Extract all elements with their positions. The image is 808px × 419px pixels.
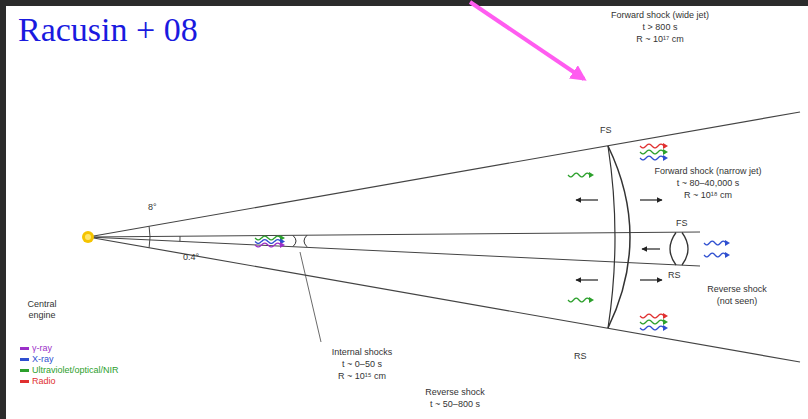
legend-swatch xyxy=(20,358,29,361)
photon-arrowhead xyxy=(663,143,668,149)
diagram-label: FS xyxy=(676,218,688,228)
internal-shock-shell xyxy=(293,236,296,247)
diagram-label: t ~ 50–800 s xyxy=(430,399,480,409)
narrow-jet-edge xyxy=(88,237,700,266)
legend-swatch xyxy=(20,369,29,372)
central-engine xyxy=(85,234,91,240)
photon-arrowhead xyxy=(589,172,594,178)
legend-row: X-ray xyxy=(20,354,119,365)
photon-arrowhead xyxy=(663,313,668,319)
legend-text: Radio xyxy=(32,376,56,387)
diagram-label: R ~ 10¹⁸ cm xyxy=(684,190,732,200)
wide-jet-edge xyxy=(88,112,800,237)
legend: γ-rayX-rayUltraviolet/optical/NIRRadio xyxy=(20,343,119,387)
legend-row: Ultraviolet/optical/NIR xyxy=(20,365,119,376)
legend-row: Radio xyxy=(20,376,119,387)
diagram-label: engine xyxy=(28,310,55,320)
internal-shock-shell xyxy=(304,235,307,247)
photon-arrowhead xyxy=(663,149,668,155)
diagram-label: 0.4° xyxy=(183,252,199,262)
photon-arrowhead xyxy=(663,319,668,325)
legend-swatch xyxy=(20,347,29,350)
diagram-label: t > 800 s xyxy=(643,22,678,32)
diagram-label: 8° xyxy=(148,202,157,212)
photon-wave xyxy=(704,253,726,257)
motion-arrow xyxy=(640,279,662,280)
legend-row: γ-ray xyxy=(20,343,119,354)
photon-wave xyxy=(704,241,726,245)
motion-arrow xyxy=(576,279,598,280)
slide-panel xyxy=(6,6,808,419)
diagram-label: FS xyxy=(600,125,612,135)
legend-text: γ-ray xyxy=(32,343,52,354)
diagram-label: RS xyxy=(574,351,587,361)
photon-arrowhead xyxy=(663,325,668,331)
photon-wave xyxy=(568,298,590,302)
diagram-label: t ~ 0–50 s xyxy=(342,359,382,369)
photon-arrowhead xyxy=(280,242,285,248)
photon-wave xyxy=(640,156,664,160)
photon-wave xyxy=(640,144,664,148)
diagram-label: R ~ 10¹⁷ cm xyxy=(636,34,684,44)
diagram-label: R ~ 10¹⁵ cm xyxy=(338,371,386,381)
diagram-label: Forward shock (narrow jet) xyxy=(654,166,761,176)
photon-wave xyxy=(640,150,664,154)
citation-title: Racusin + 08 xyxy=(18,10,198,49)
diagram-label: RS xyxy=(668,270,681,280)
forward-shock-shell xyxy=(608,146,630,328)
photon-wave xyxy=(255,243,281,247)
reverse-shock-shell xyxy=(670,233,676,266)
diagram-label: Reverse shock xyxy=(707,284,767,294)
legend-text: X-ray xyxy=(32,354,54,365)
legend-text: Ultraviolet/optical/NIR xyxy=(32,365,119,376)
leader-line xyxy=(300,252,321,342)
photon-arrowhead xyxy=(663,155,668,161)
diagram-label: Central xyxy=(27,299,56,309)
reverse-shock-shell xyxy=(608,146,615,328)
motion-arrow xyxy=(640,199,662,200)
photon-arrowhead xyxy=(725,240,730,246)
photon-arrowhead xyxy=(725,252,730,258)
wide-jet-edge xyxy=(88,237,800,362)
diagram-label: Forward shock (wide jet) xyxy=(611,10,709,20)
diagram-label: Reverse shock xyxy=(425,387,485,397)
photon-wave xyxy=(640,314,664,318)
photon-wave xyxy=(640,320,664,324)
pointer-arrow xyxy=(470,2,584,79)
motion-arrow xyxy=(642,248,660,249)
motion-arrow xyxy=(576,199,598,200)
photon-wave xyxy=(640,326,664,330)
photon-arrowhead xyxy=(589,297,594,303)
angle-arc xyxy=(149,226,151,247)
diagram-label: (not seen) xyxy=(717,296,758,306)
diagram-label: Internal shocks xyxy=(332,347,393,357)
photon-wave xyxy=(568,173,590,177)
legend-swatch xyxy=(20,380,29,383)
diagram-label: t ~ 80–40,000 s xyxy=(677,178,739,188)
forward-shock-shell xyxy=(682,233,688,266)
central-engine xyxy=(82,231,94,243)
angle-arc xyxy=(179,236,180,241)
